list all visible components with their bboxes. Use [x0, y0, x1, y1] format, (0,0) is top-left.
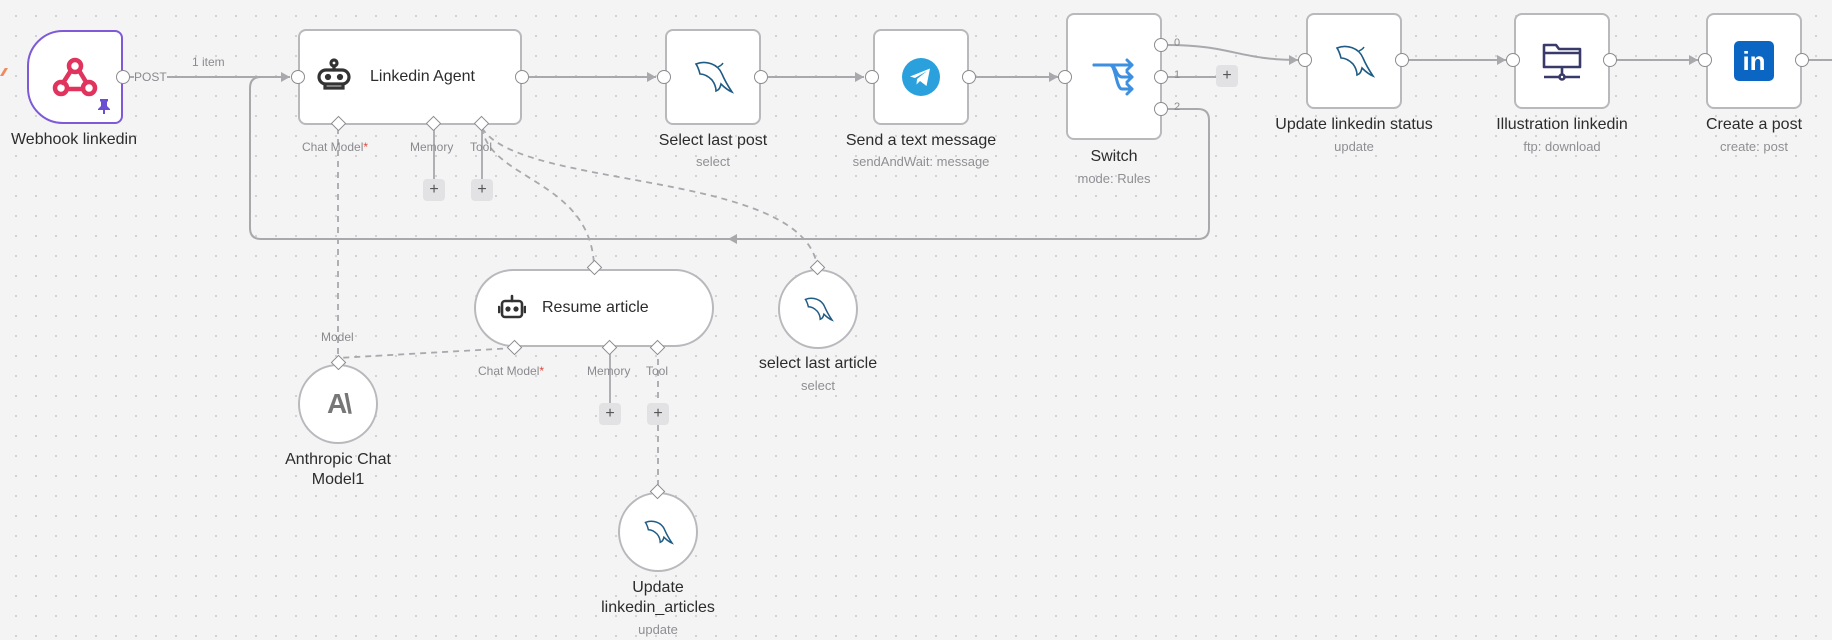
select-article-subtitle: select — [801, 378, 835, 393]
illustration-subtitle: ftp: download — [1523, 139, 1601, 154]
linkedin-icon: in — [1734, 41, 1774, 81]
anthropic-model-label: Model — [321, 330, 354, 344]
node-resume-article[interactable]: Resume article — [474, 269, 714, 347]
resume-chat-model-label: Chat Model* — [478, 364, 545, 378]
node-illustration[interactable] — [1514, 13, 1610, 109]
resume-tool-label: Tool — [646, 364, 669, 378]
webhook-title: Webhook linkedin — [10, 131, 137, 148]
edge-switch-update — [1167, 44, 1299, 61]
switch-icon — [1092, 58, 1134, 95]
create-post-subtitle: create: post — [1720, 139, 1788, 154]
anthropic-title-line2: Model1 — [311, 471, 365, 488]
select-post-input-port[interactable] — [657, 70, 671, 84]
send-text-title: Send a text message — [845, 132, 997, 149]
webhook-output-port[interactable] — [116, 70, 130, 84]
send-text-output-port[interactable] — [962, 70, 976, 84]
trigger-bolt-icon — [0, 68, 8, 76]
anthropic-title-line1: Anthropic Chat — [285, 451, 391, 468]
node-update-articles[interactable] — [618, 492, 698, 572]
telegram-icon — [902, 58, 940, 96]
edge-agent-tool-article — [481, 127, 818, 266]
switch-subtitle: mode: Rules — [1077, 171, 1151, 186]
node-anthropic-model[interactable]: A\ — [298, 364, 378, 444]
agent-chat-model-label: Chat Model* — [302, 140, 369, 154]
node-linkedin-agent[interactable]: Linkedin Agent — [298, 29, 522, 125]
select-post-title: Select last post — [658, 132, 768, 149]
illustration-input-port[interactable] — [1506, 53, 1520, 67]
illustration-title: Illustration linkedin — [1496, 116, 1628, 133]
node-select-last-article[interactable] — [778, 269, 858, 349]
webhook-icon — [52, 57, 98, 97]
anthropic-icon: A\ — [327, 388, 352, 419]
switch-output-0-port[interactable] — [1154, 38, 1168, 52]
node-select-last-post[interactable] — [665, 29, 761, 125]
agent-tool-label: Tool — [470, 140, 493, 154]
robot-icon — [498, 294, 526, 319]
node-create-post[interactable]: in — [1706, 13, 1802, 109]
switch-add-output-button[interactable]: + — [1216, 65, 1238, 87]
create-post-output-port[interactable] — [1795, 53, 1809, 67]
resume-title: Resume article — [542, 299, 649, 316]
robot-icon — [317, 58, 351, 90]
update-status-subtitle: update — [1334, 139, 1374, 154]
update-status-title: Update linkedin status — [1275, 116, 1433, 133]
illustration-output-port[interactable] — [1603, 53, 1617, 67]
update-status-output-port[interactable] — [1395, 53, 1409, 67]
mysql-icon — [1335, 45, 1376, 78]
node-webhook[interactable] — [27, 30, 123, 124]
agent-output-port[interactable] — [515, 70, 529, 84]
ftp-icon — [1542, 43, 1582, 81]
select-article-title: select last article — [758, 355, 878, 372]
resume-memory-label: Memory — [587, 364, 631, 378]
pin-icon — [98, 99, 110, 114]
update-status-input-port[interactable] — [1298, 53, 1312, 67]
agent-add-tool-button[interactable]: + — [471, 179, 493, 201]
mysql-icon — [804, 297, 834, 322]
send-text-input-port[interactable] — [865, 70, 879, 84]
create-post-input-port[interactable] — [1698, 53, 1712, 67]
node-switch[interactable] — [1066, 13, 1162, 140]
select-post-subtitle: select — [696, 154, 730, 169]
mysql-icon — [694, 61, 735, 94]
update-articles-subtitle: update — [638, 622, 678, 637]
create-post-title: Create a post — [1705, 116, 1803, 133]
switch-output-2-label: 2 — [1174, 101, 1181, 113]
send-text-subtitle: sendAndWait: message — [852, 154, 990, 169]
resume-add-tool-button[interactable]: + — [647, 403, 669, 425]
update-articles-title-line2: linkedin_articles — [601, 599, 715, 616]
agent-memory-label: Memory — [410, 140, 454, 154]
agent-input-port[interactable] — [291, 70, 305, 84]
agent-title: Linkedin Agent — [370, 68, 475, 85]
edge-resume-model — [337, 347, 515, 359]
resume-add-memory-button[interactable]: + — [599, 403, 621, 425]
edge-label-post: POST — [134, 70, 167, 84]
switch-output-0-label: 0 — [1174, 37, 1181, 49]
edge-agent-tool-resume — [481, 127, 595, 266]
node-send-text[interactable] — [873, 29, 969, 125]
select-post-output-port[interactable] — [754, 70, 768, 84]
switch-output-1-port[interactable] — [1154, 70, 1168, 84]
switch-input-port[interactable] — [1058, 70, 1072, 84]
switch-output-2-port[interactable] — [1154, 102, 1168, 116]
update-articles-title-line1: Update — [632, 579, 684, 596]
edge-label-items: 1 item — [192, 55, 225, 69]
switch-title: Switch — [1090, 148, 1138, 165]
switch-output-1-label: 1 — [1174, 69, 1181, 81]
mysql-icon — [644, 520, 674, 545]
agent-add-memory-button[interactable]: + — [423, 179, 445, 201]
node-update-status[interactable] — [1306, 13, 1402, 109]
